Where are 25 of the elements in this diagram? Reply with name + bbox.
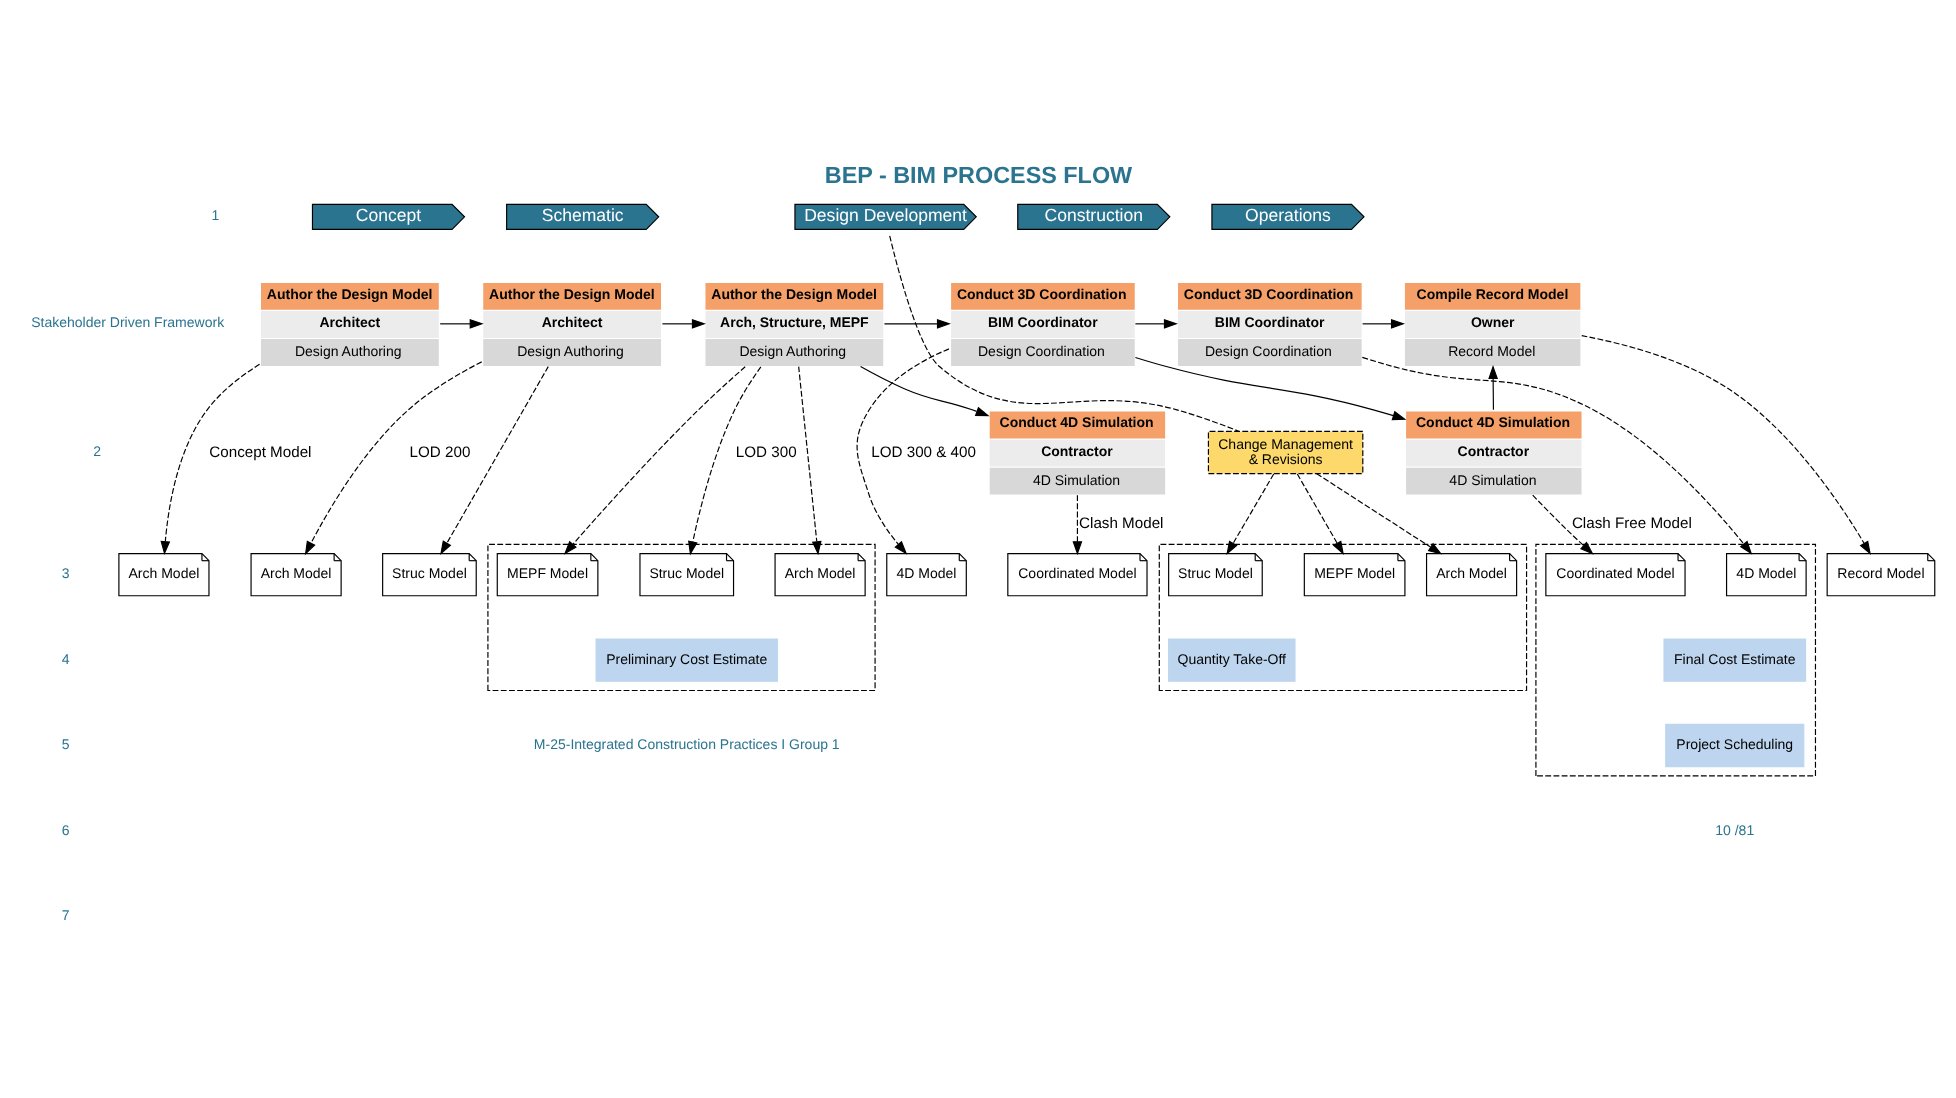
arrow: [856, 348, 950, 555]
arrow: [1296, 473, 1344, 556]
arrow: [883, 318, 951, 329]
diagram-title: BEP - BIM PROCESS FLOW: [824, 162, 1133, 189]
arrow: [661, 318, 706, 329]
arrow: [1362, 318, 1406, 329]
arrow: [1532, 494, 1594, 555]
arrow: [563, 366, 746, 555]
arrow: [1488, 364, 1499, 411]
arrow: [160, 363, 261, 556]
arrow: [1134, 318, 1178, 329]
arrow: [304, 361, 483, 556]
arrow: [439, 318, 484, 329]
arrow: [440, 366, 549, 555]
arrow: [1072, 494, 1083, 556]
connector: [889, 235, 1240, 432]
arrow: [1134, 356, 1407, 421]
arrow: [798, 366, 822, 556]
arrow: [688, 366, 762, 556]
arrow: [1581, 335, 1871, 556]
cluster: [487, 543, 876, 692]
arrow: [1316, 473, 1443, 555]
arrow: [860, 366, 990, 417]
arrow: [1361, 356, 1753, 555]
arrow: [1226, 473, 1275, 556]
